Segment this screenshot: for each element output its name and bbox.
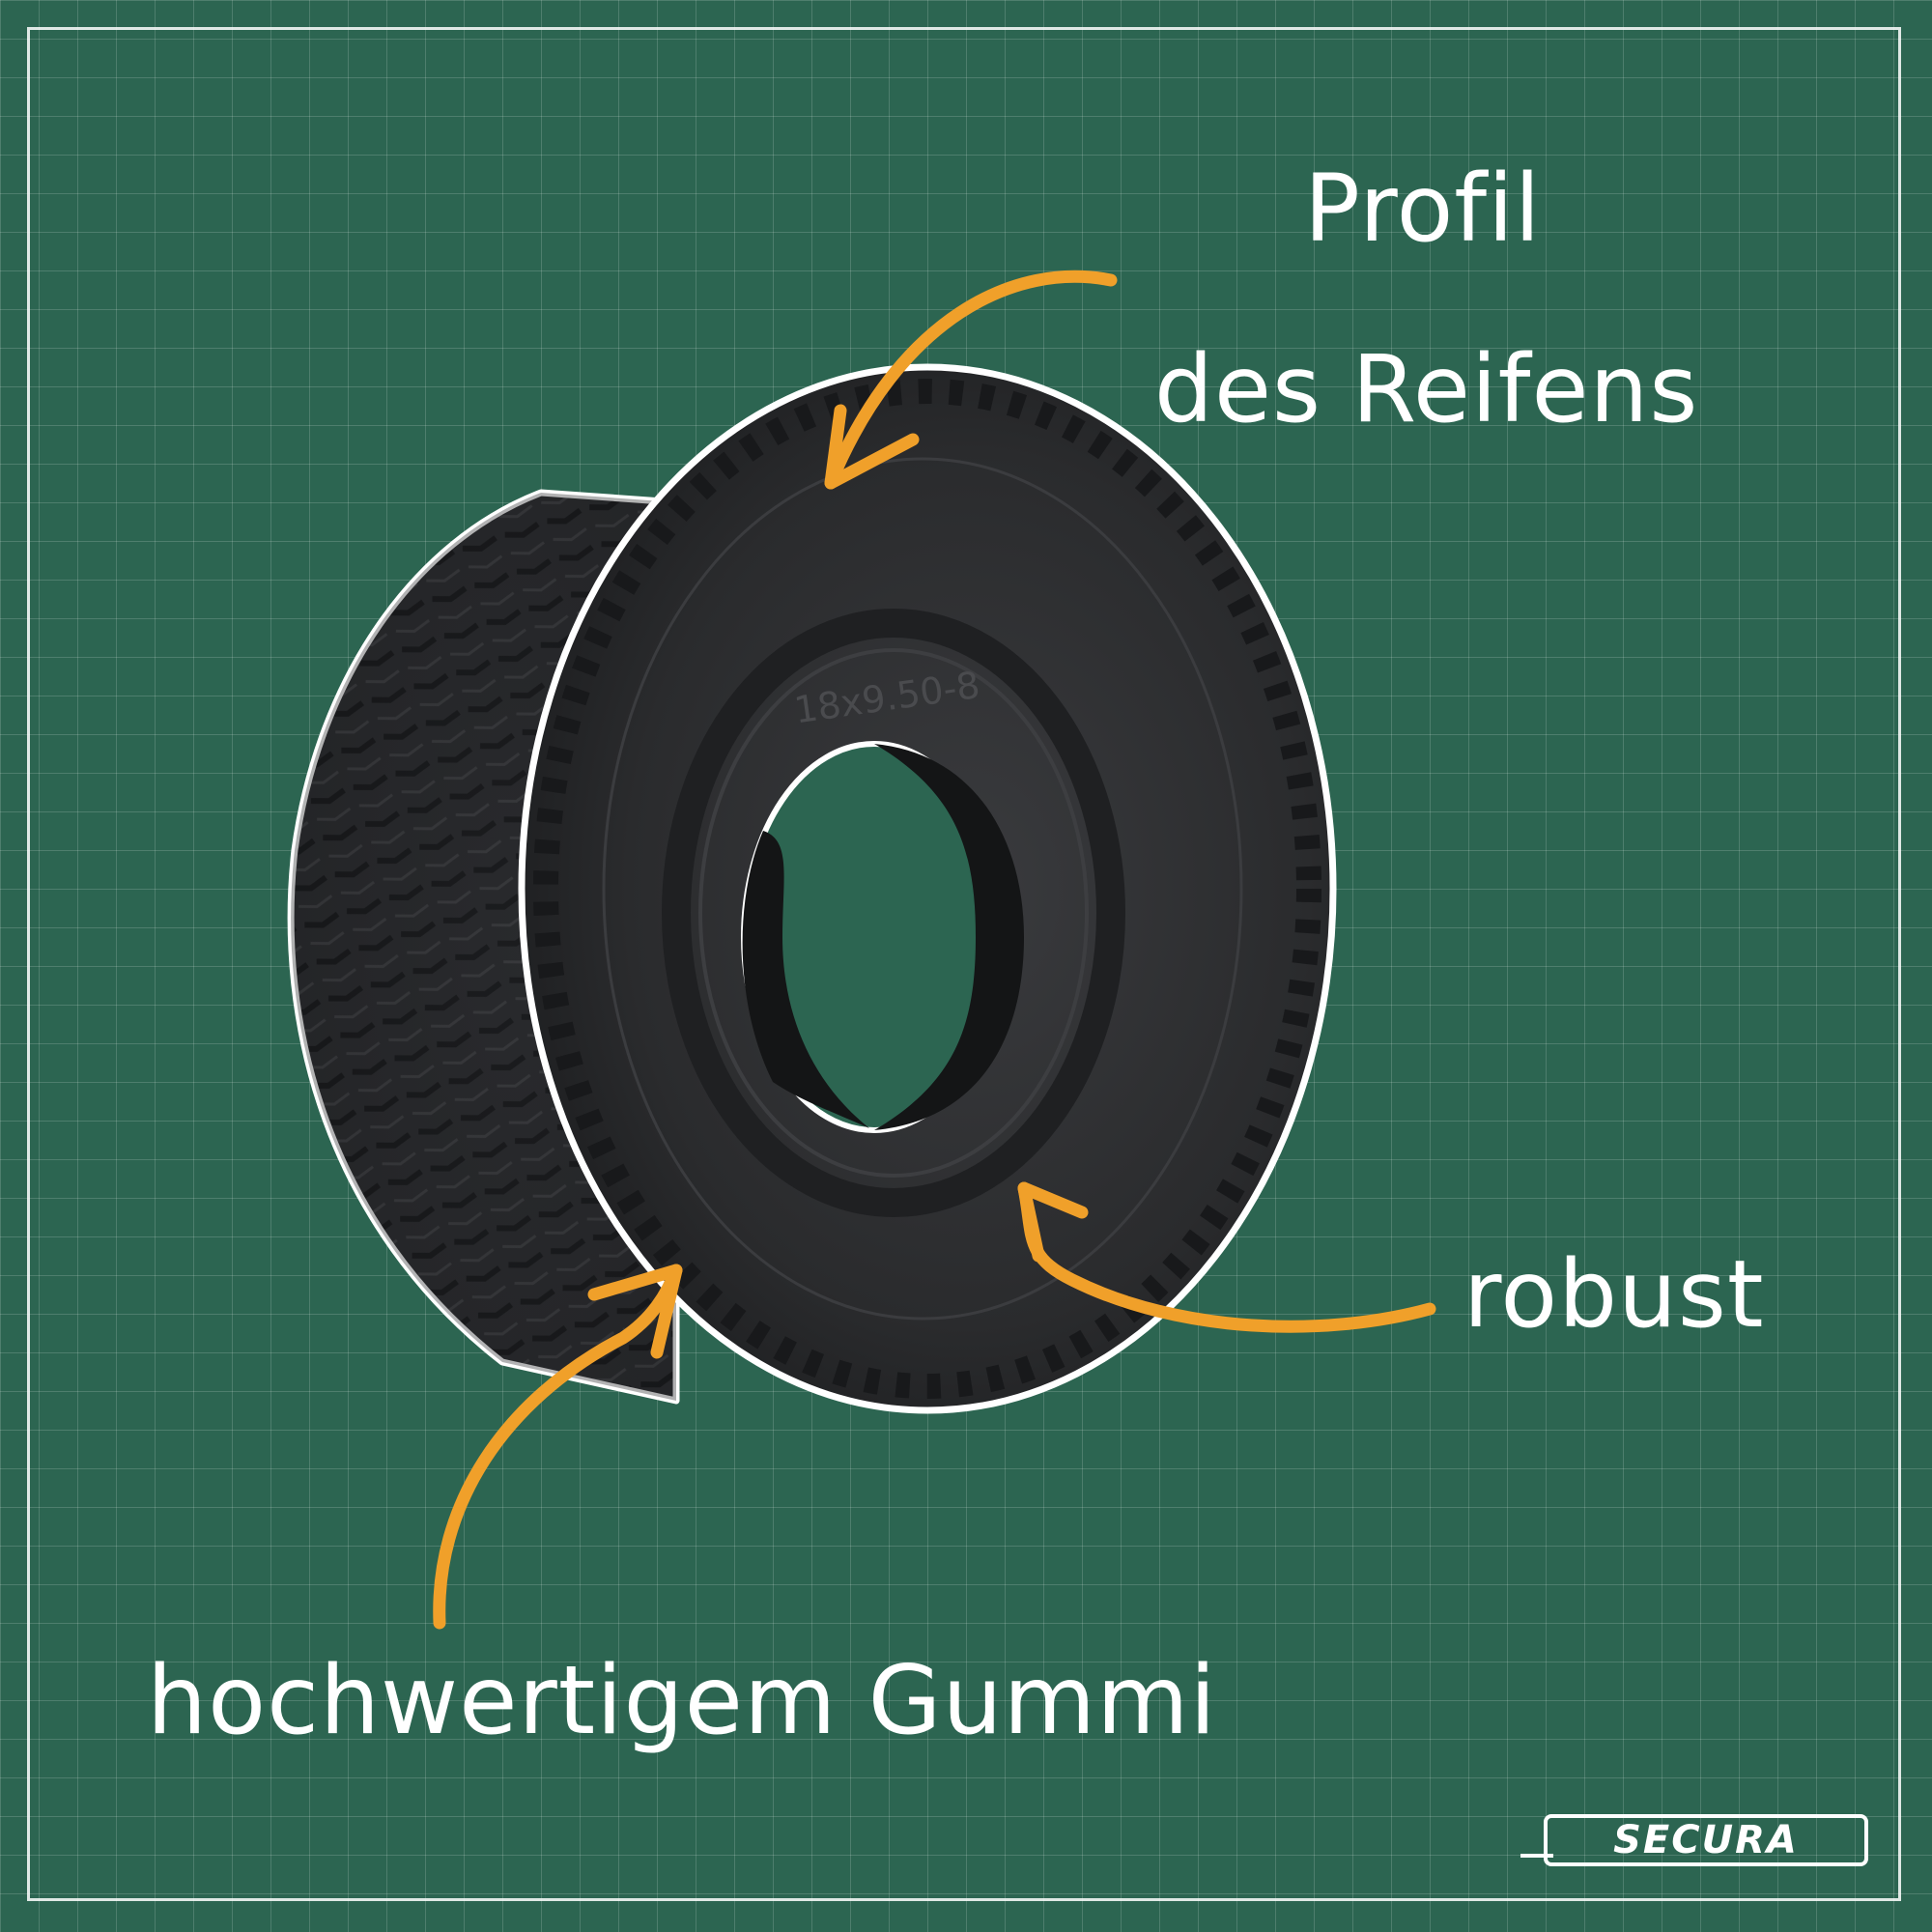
label-des-reifens: des Reifens bbox=[1154, 335, 1699, 443]
arrow-to-robust bbox=[1017, 1181, 1436, 1333]
tire-sidewall: 18x9.50-8 bbox=[518, 363, 1337, 1414]
arrow-to-gummi bbox=[433, 1264, 683, 1630]
label-robust: robust bbox=[1463, 1240, 1765, 1349]
label-profil: Profil bbox=[1304, 155, 1542, 263]
logo-text: SECURA bbox=[1613, 1818, 1799, 1862]
label-hochwertigem-gummi: hochwertigem Gummi bbox=[147, 1646, 1217, 1756]
white-border-frame bbox=[27, 27, 1901, 1901]
secura-logo: SECURA bbox=[1520, 1814, 1868, 1866]
logo-underline-mark bbox=[1520, 1854, 1553, 1858]
arrow-to-profil bbox=[824, 270, 1118, 490]
